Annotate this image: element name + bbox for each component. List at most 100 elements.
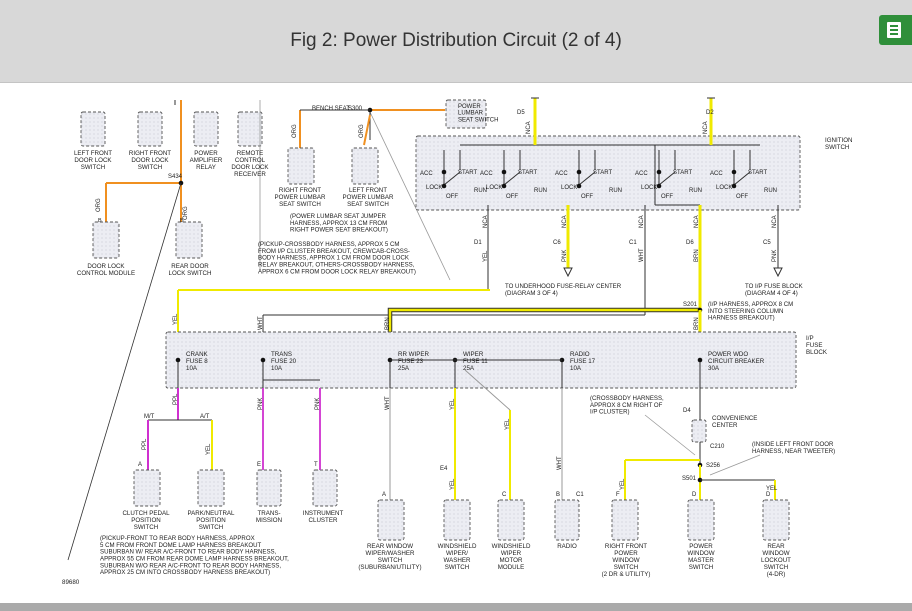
- diagram-label: D1: [474, 240, 482, 246]
- splice-dot: [501, 183, 507, 189]
- power-lumbar-top: [445, 99, 487, 129]
- rf-lumbar-switch: [287, 147, 315, 185]
- wire-segment: [464, 369, 511, 411]
- diagram-label: YEL: [505, 418, 511, 430]
- diagram-label: LOCK: [486, 185, 502, 191]
- diagram-label: LOCK: [426, 185, 442, 191]
- diagram-label: B: [98, 218, 102, 224]
- diagram-label: S256: [706, 463, 721, 469]
- diagram-label: B: [556, 492, 560, 498]
- ignition-switch-block: [415, 135, 801, 211]
- diagram-label: S300: [348, 106, 363, 112]
- remote-control-receiver: [237, 111, 263, 147]
- title-bar: Fig 2: Power Distribution Circuit (2 of …: [0, 0, 912, 83]
- diagram-label: D2: [706, 110, 714, 116]
- diagram-label: YEL: [450, 478, 456, 490]
- figure-ref: 89680: [62, 579, 80, 586]
- diagram-label: NCA: [562, 215, 568, 228]
- diagram-label: YEL: [173, 313, 179, 325]
- diagram-label: WHT: [385, 396, 391, 410]
- diagram-label: OFF: [581, 194, 593, 200]
- diagram-label: WHT: [557, 456, 563, 470]
- splice-dot: [697, 357, 703, 363]
- splice-dot: [175, 357, 181, 363]
- park-neutral-switch: [197, 469, 225, 507]
- diagram-label: B: [180, 218, 184, 224]
- windshield-motor: [497, 499, 525, 541]
- lf-lumbar-switch: [351, 147, 379, 185]
- rf-door-lock-switch: [137, 111, 163, 147]
- diagram-label: D: [692, 492, 697, 498]
- diagram-label: E4: [440, 466, 448, 472]
- arrow-ip-fuse: [773, 267, 783, 278]
- diagram-label: D5: [517, 110, 525, 116]
- diagram-label: OFF: [506, 194, 518, 200]
- wire-segment: [363, 114, 371, 146]
- footer-bar: [0, 603, 912, 611]
- radio: [554, 499, 580, 541]
- rear-window-lockout-switch: [762, 499, 790, 541]
- power-amplifier-relay: [193, 111, 219, 147]
- diagram-label: NCA: [526, 121, 532, 134]
- splice-dot: [576, 169, 582, 175]
- diagram-label: ACC: [420, 171, 433, 177]
- diagram-label: BRN: [694, 249, 700, 262]
- diagram-label: ACC: [480, 171, 493, 177]
- excel-export-icon: [887, 22, 901, 38]
- wire-segment: [733, 171, 751, 186]
- convenience-center: [691, 419, 707, 443]
- diagram-label: M/T: [144, 414, 155, 420]
- excel-export-button[interactable]: [879, 15, 912, 45]
- diagram-label: E: [257, 462, 261, 468]
- diagram-label: D6: [686, 240, 694, 246]
- wire-segment: [709, 454, 761, 476]
- diagram-label: RUN: [764, 188, 777, 194]
- diagram-label: ACC: [555, 171, 568, 177]
- diagram-label: NCA: [703, 121, 709, 134]
- diagram-label: C1: [576, 492, 584, 498]
- diagram-label: T: [314, 462, 318, 468]
- diagram-label: RUN: [689, 188, 702, 194]
- diagram-label: YEL: [206, 443, 212, 455]
- diagram-label: LOCK: [716, 185, 732, 191]
- splice-dot: [656, 169, 662, 175]
- diagram-label: YEL: [483, 250, 489, 262]
- diagram-label: BRN: [694, 317, 700, 330]
- diagram-label: ORG: [183, 206, 189, 220]
- diagram-label: A: [138, 462, 142, 468]
- diagram-label: YEL: [450, 398, 456, 410]
- diagram-label: ORG: [359, 124, 365, 138]
- diagram-label: F: [616, 492, 620, 498]
- diagram-label: START: [518, 170, 537, 176]
- windshield-washer-switch: [443, 499, 471, 541]
- rear-door-lock-switch: [175, 221, 203, 259]
- lf-door-lock-switch: [80, 111, 106, 147]
- diagram-label: C5: [763, 240, 771, 246]
- wire-segment: [369, 111, 451, 281]
- diagram-label: LOCK: [641, 185, 657, 191]
- diagram-label: OFF: [661, 194, 673, 200]
- diagram-label: A/T: [200, 414, 210, 420]
- diagram-label: TO UNDERHOOD FUSE-RELAY CENTER(DIAGRAM 3…: [505, 283, 622, 297]
- diagram-label: NCA: [694, 215, 700, 228]
- wire-segment: [644, 414, 696, 456]
- diagram-label: START: [458, 170, 477, 176]
- diagram-label: START: [593, 170, 612, 176]
- diagram-label: BRN: [385, 317, 391, 330]
